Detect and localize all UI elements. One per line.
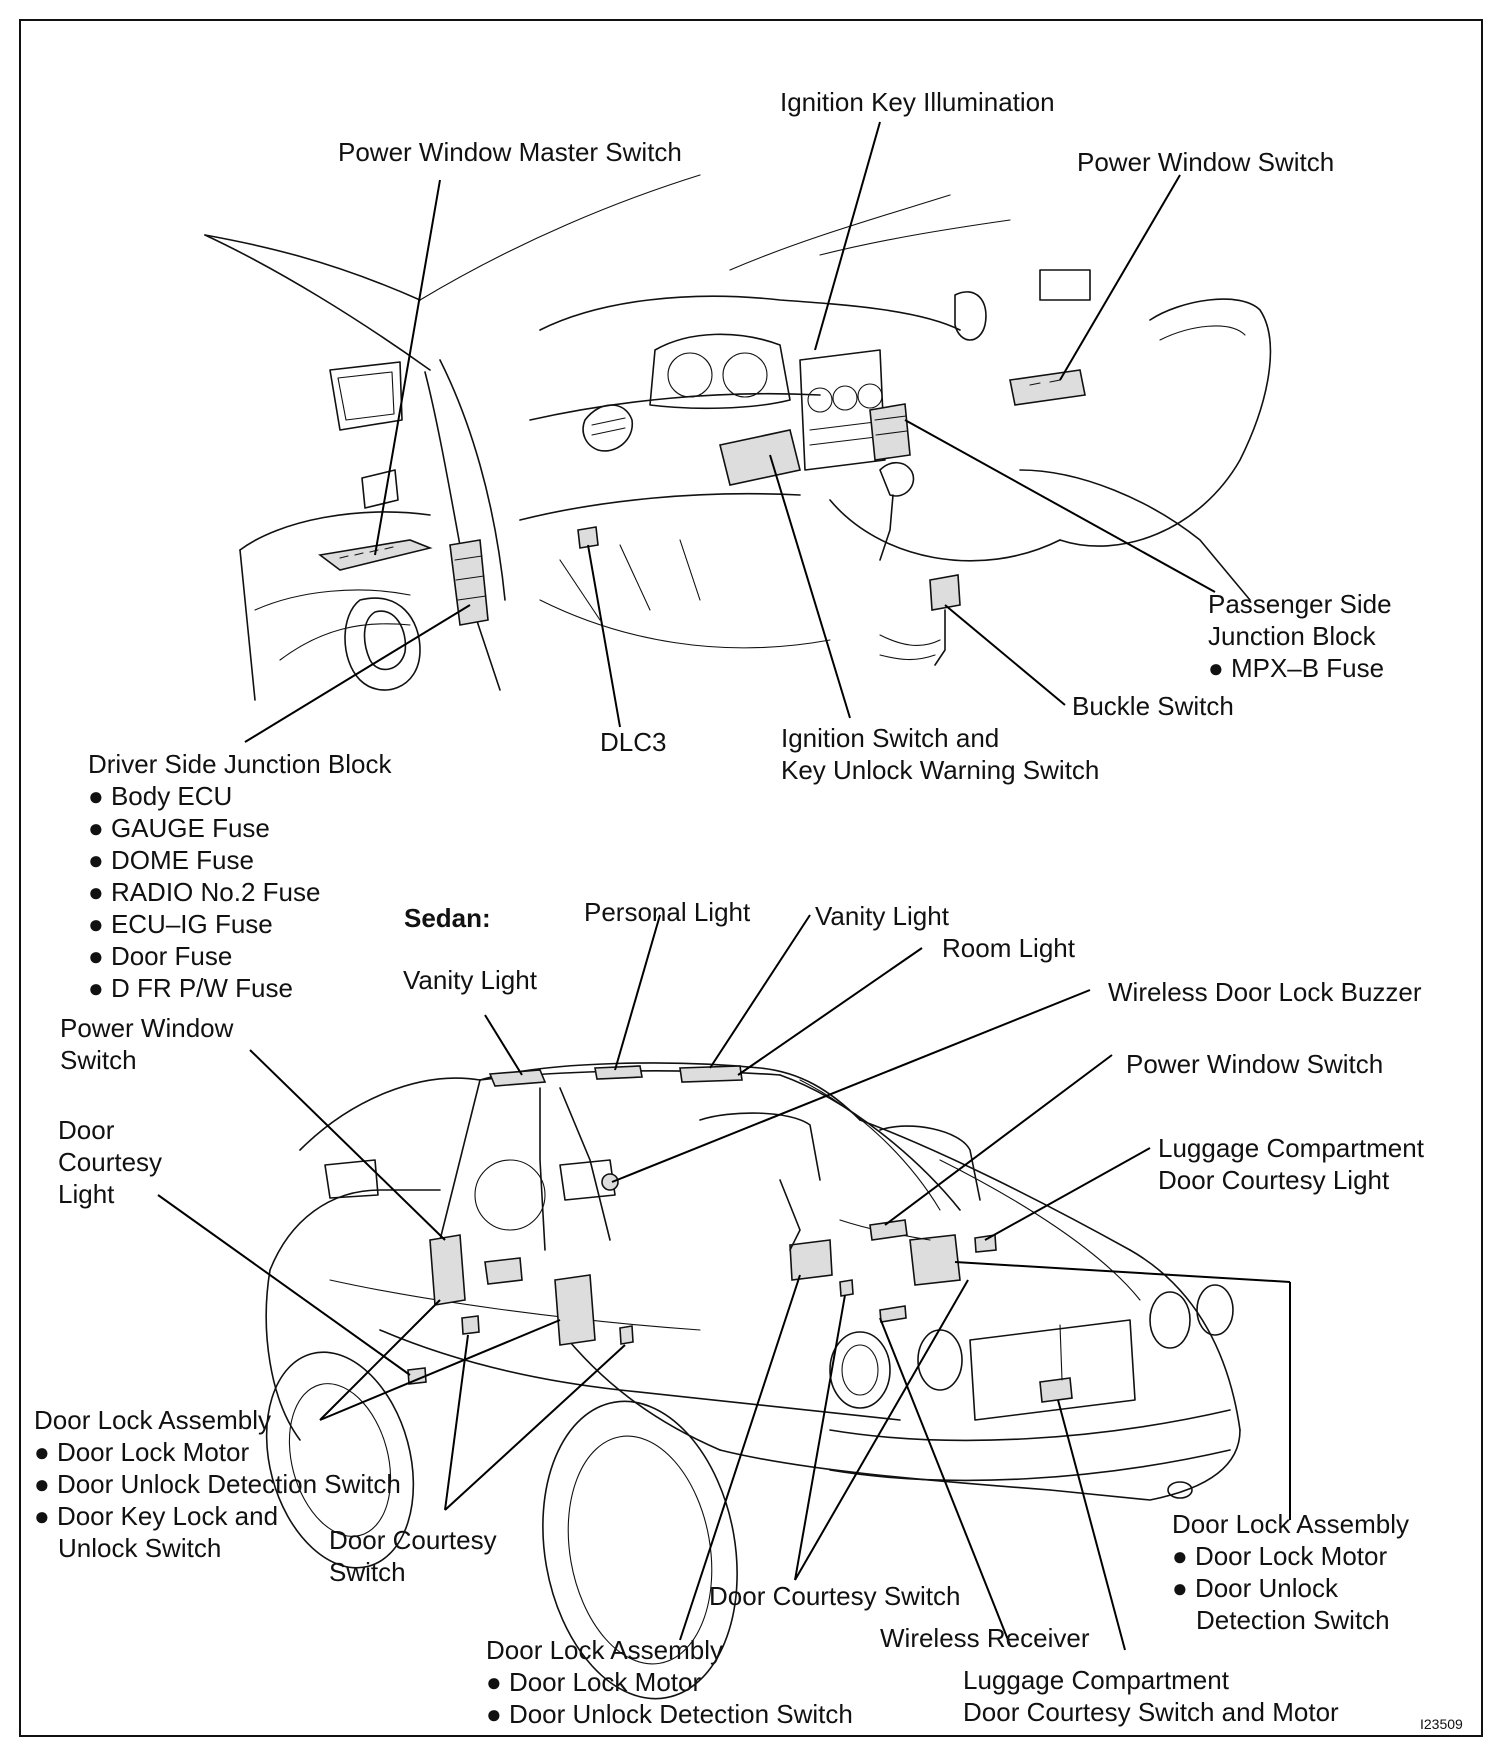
label-driver-side-junction-block: Driver Side Junction Block Body ECU GAUG…	[88, 748, 391, 1004]
driver-jb-item: Body ECU	[88, 780, 391, 812]
luggage-light-line1: Luggage Compartment	[1158, 1133, 1424, 1163]
interior-illustration	[204, 174, 1272, 701]
label-ignition-key-illumination: Ignition Key Illumination	[780, 87, 1055, 117]
driver-jb-item: ECU–IG Fuse	[88, 908, 391, 940]
driver-jb-title: Driver Side Junction Block	[88, 749, 392, 779]
passenger-jb-line2: Junction Block	[1208, 621, 1376, 651]
label-sedan: Sedan:	[404, 903, 491, 933]
dcs-left-line2: Switch	[329, 1557, 406, 1587]
label-door-lock-assembly-left: Door Lock Assembly Door Lock Motor Door …	[34, 1404, 401, 1564]
dcl-line3: Light	[58, 1179, 115, 1209]
label-wireless-receiver: Wireless Receiver	[880, 1623, 1090, 1653]
dla-right-item: Door Lock Motor	[1172, 1540, 1409, 1572]
label-power-window-switch-left: Power Window Switch	[60, 1012, 233, 1076]
luggage-switch-line2: Door Courtesy Switch and Motor	[963, 1697, 1339, 1727]
label-passenger-side-junction-block: Passenger Side Junction Block MPX–B Fuse	[1208, 588, 1392, 684]
label-door-courtesy-switch-center: Door Courtesy Switch	[709, 1581, 961, 1611]
dcs-left-line1: Door Courtesy	[329, 1525, 497, 1555]
label-wireless-door-lock-buzzer: Wireless Door Lock Buzzer	[1108, 977, 1422, 1007]
pws-left-line2: Switch	[60, 1045, 137, 1075]
label-luggage-compartment-door-courtesy-light: Luggage Compartment Door Courtesy Light	[1158, 1132, 1424, 1196]
dla-center-item: Door Unlock Detection Switch	[486, 1698, 853, 1730]
luggage-switch-line1: Luggage Compartment	[963, 1665, 1229, 1695]
dla-left-item: Door Unlock Detection Switch	[34, 1468, 401, 1500]
driver-jb-item: GAUGE Fuse	[88, 812, 391, 844]
label-room-light: Room Light	[942, 933, 1075, 963]
passenger-jb-line1: Passenger Side	[1208, 589, 1392, 619]
dla-center-title: Door Lock Assembly	[486, 1635, 723, 1665]
dla-center-item: Door Lock Motor	[486, 1666, 853, 1698]
driver-jb-item: D FR P/W Fuse	[88, 972, 391, 1004]
luggage-light-line2: Door Courtesy Light	[1158, 1165, 1390, 1195]
label-luggage-compartment-switch-and-motor: Luggage Compartment Door Courtesy Switch…	[963, 1664, 1339, 1728]
label-ignition-switch: Ignition Switch and Key Unlock Warning S…	[781, 722, 1099, 786]
sedan-illustration	[265, 1062, 1241, 1700]
figure-frame	[19, 19, 1483, 1737]
figure-code: I23509	[1420, 1716, 1463, 1732]
passenger-jb-item: MPX–B Fuse	[1208, 652, 1392, 684]
label-vanity-light-left: Vanity Light	[403, 965, 537, 995]
leader-lines	[157, 121, 1291, 1651]
dla-right-item: Door Unlock	[1172, 1572, 1409, 1604]
driver-jb-item: DOME Fuse	[88, 844, 391, 876]
driver-jb-item: RADIO No.2 Fuse	[88, 876, 391, 908]
driver-jb-item: Door Fuse	[88, 940, 391, 972]
dcl-line2: Courtesy	[58, 1147, 163, 1177]
label-door-lock-assembly-center: Door Lock Assembly Door Lock Motor Door …	[486, 1634, 853, 1730]
dla-left-item: Door Key Lock and	[34, 1500, 401, 1532]
label-buckle-switch: Buckle Switch	[1072, 691, 1234, 721]
dla-left-title: Door Lock Assembly	[34, 1405, 271, 1435]
label-personal-light: Personal Light	[584, 897, 751, 927]
ignition-switch-line1: Ignition Switch and	[781, 723, 1000, 753]
label-door-courtesy-switch-left: Door Courtesy Switch	[329, 1524, 497, 1588]
label-power-window-master-switch: Power Window Master Switch	[338, 137, 682, 167]
dla-right-cont: Detection Switch	[1196, 1605, 1390, 1635]
ignition-switch-line2: Key Unlock Warning Switch	[781, 755, 1100, 785]
label-door-courtesy-light: Door Courtesy Light	[58, 1114, 162, 1210]
pws-left-line1: Power Window	[60, 1013, 234, 1043]
label-power-window-switch-top: Power Window Switch	[1077, 147, 1335, 177]
label-power-window-switch-right: Power Window Switch	[1126, 1049, 1384, 1079]
dcl-line1: Door	[58, 1115, 115, 1145]
label-vanity-light-right: Vanity Light	[815, 901, 949, 931]
dla-right-title: Door Lock Assembly	[1172, 1509, 1409, 1539]
dla-left-cont: Unlock Switch	[58, 1533, 222, 1563]
label-dlc3: DLC3	[600, 727, 667, 757]
dla-left-item: Door Lock Motor	[34, 1436, 401, 1468]
label-door-lock-assembly-right: Door Lock Assembly Door Lock Motor Door …	[1172, 1508, 1409, 1636]
